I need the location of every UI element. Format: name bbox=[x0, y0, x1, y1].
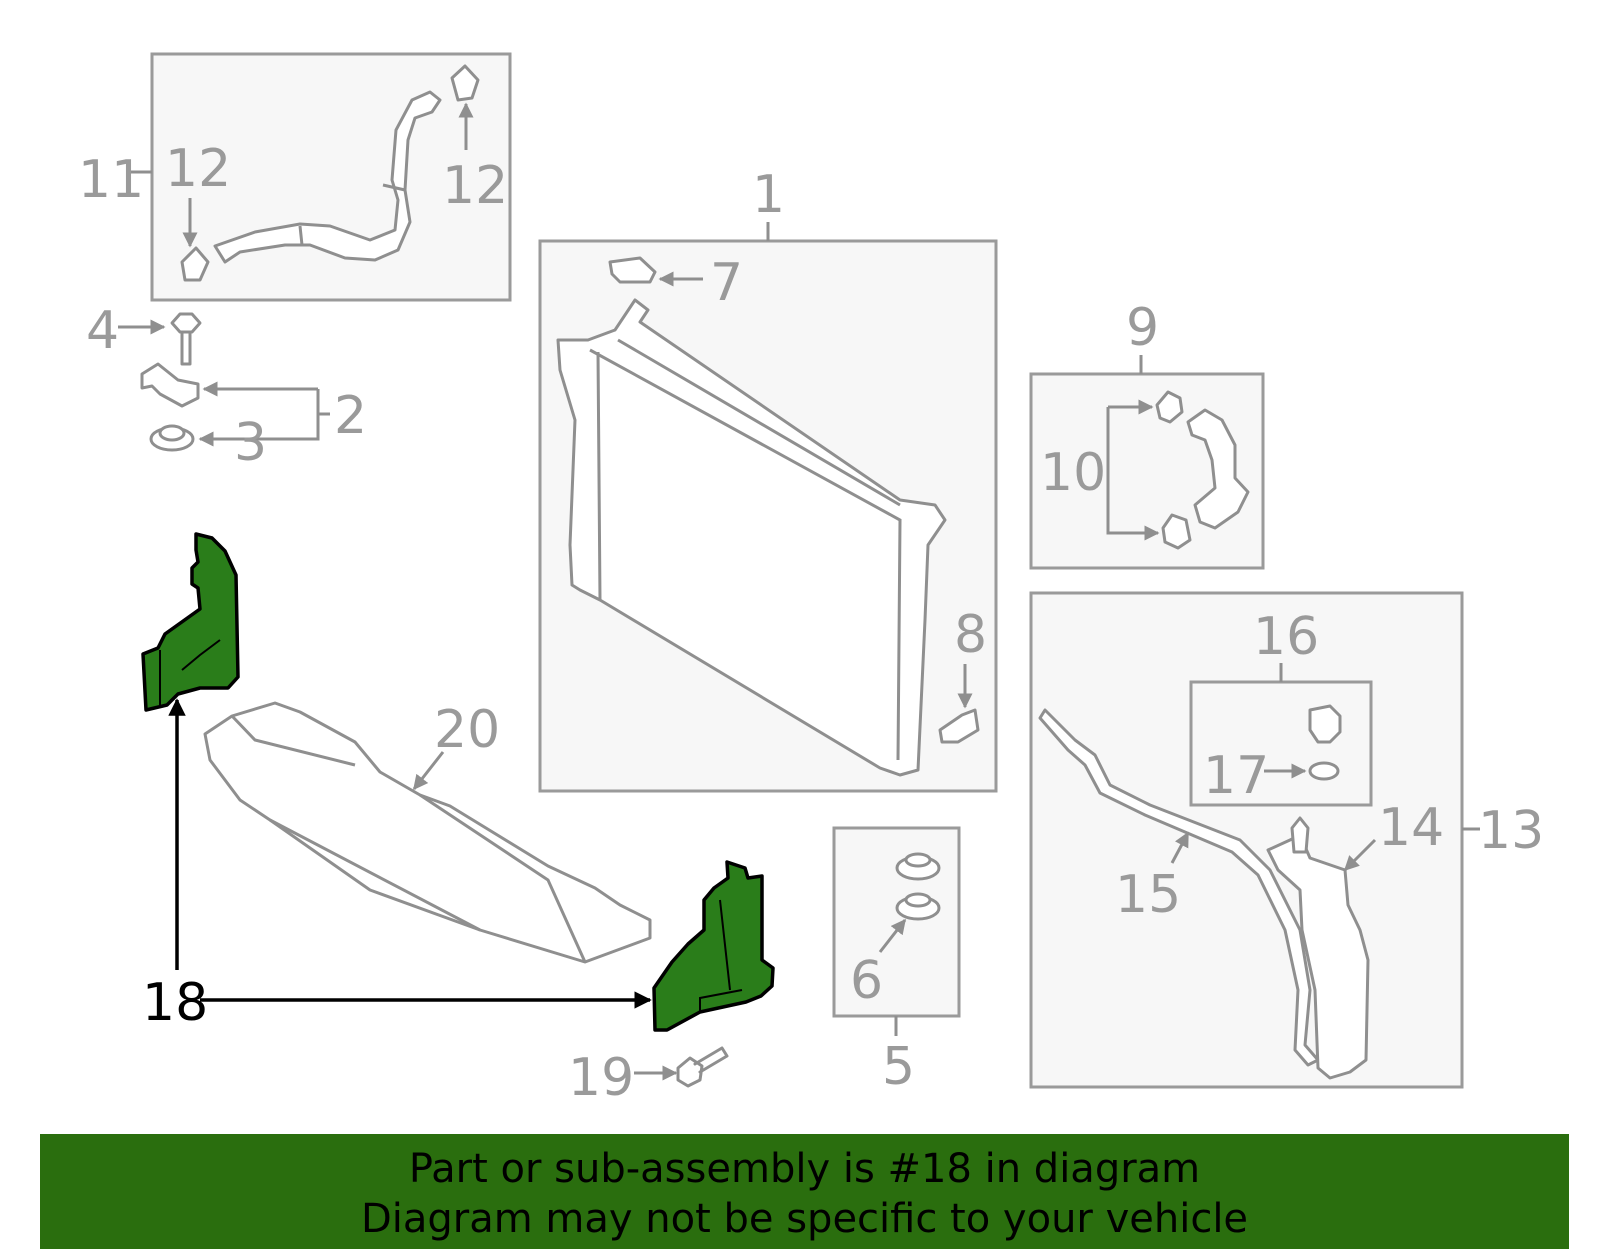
callout-17: 17 bbox=[1203, 746, 1269, 806]
bolt-19: 19 bbox=[568, 1046, 729, 1108]
upper-hose bbox=[213, 90, 442, 264]
radiator-core bbox=[556, 298, 947, 777]
callout-2: 2 bbox=[334, 386, 367, 446]
overflow-hose-15 bbox=[1038, 708, 1320, 1067]
sensor-8 bbox=[938, 708, 980, 744]
callout-7: 7 bbox=[710, 253, 743, 313]
mount-group-5: 6 5 bbox=[832, 826, 961, 1097]
radiator-group-1: 1 7 8 bbox=[538, 165, 998, 793]
hose-10 bbox=[1186, 408, 1250, 530]
hose-group-9: 9 10 bbox=[1029, 298, 1265, 570]
deflector-20: 20 bbox=[203, 700, 652, 964]
bracket-2 bbox=[140, 362, 200, 408]
callout-20: 20 bbox=[434, 700, 500, 760]
callout-18: 18 bbox=[142, 973, 208, 1033]
callout-14: 14 bbox=[1378, 798, 1444, 858]
callout-13: 13 bbox=[1478, 801, 1544, 861]
hose-clamp-lower bbox=[180, 246, 210, 282]
callout-5: 5 bbox=[882, 1037, 915, 1097]
air-guide-18: 18 bbox=[141, 532, 775, 1033]
hose-clamp-upper bbox=[450, 64, 480, 102]
bolt-4 bbox=[170, 312, 202, 366]
banner-line-1: Part or sub-assembly is #18 in diagram bbox=[408, 1146, 1201, 1192]
o-ring-17 bbox=[1308, 761, 1340, 781]
callout-15: 15 bbox=[1115, 865, 1181, 925]
callout-16: 16 bbox=[1253, 607, 1319, 667]
clamp-10b bbox=[1161, 513, 1192, 550]
air-guide-right bbox=[652, 860, 775, 1032]
banner-line-2: Diagram may not be specific to your vehi… bbox=[360, 1196, 1249, 1242]
callout-12b: 12 bbox=[442, 156, 508, 216]
callout-9: 9 bbox=[1126, 298, 1159, 358]
callout-6: 6 bbox=[850, 951, 883, 1011]
info-banner: Part or sub-assembly is #18 in diagram D… bbox=[40, 1134, 1569, 1249]
callout-1: 1 bbox=[752, 165, 785, 225]
callout-10: 10 bbox=[1040, 443, 1106, 503]
callout-12a: 12 bbox=[165, 139, 231, 199]
callout-8: 8 bbox=[954, 605, 987, 665]
bracket-group: 4 2 3 bbox=[86, 301, 367, 473]
callout-11: 11 bbox=[78, 150, 144, 210]
drain-plug-7 bbox=[608, 256, 657, 284]
callout-19: 19 bbox=[568, 1048, 634, 1108]
callout-4: 4 bbox=[86, 301, 119, 361]
cap-16 bbox=[1308, 704, 1342, 744]
hose-group-11: 11 12 12 bbox=[78, 52, 512, 302]
reservoir-group-13: 16 17 15 14 13 bbox=[1029, 591, 1544, 1089]
air-guide-left bbox=[141, 532, 240, 712]
clamp-10a bbox=[1155, 390, 1184, 424]
callout-3: 3 bbox=[234, 413, 267, 473]
